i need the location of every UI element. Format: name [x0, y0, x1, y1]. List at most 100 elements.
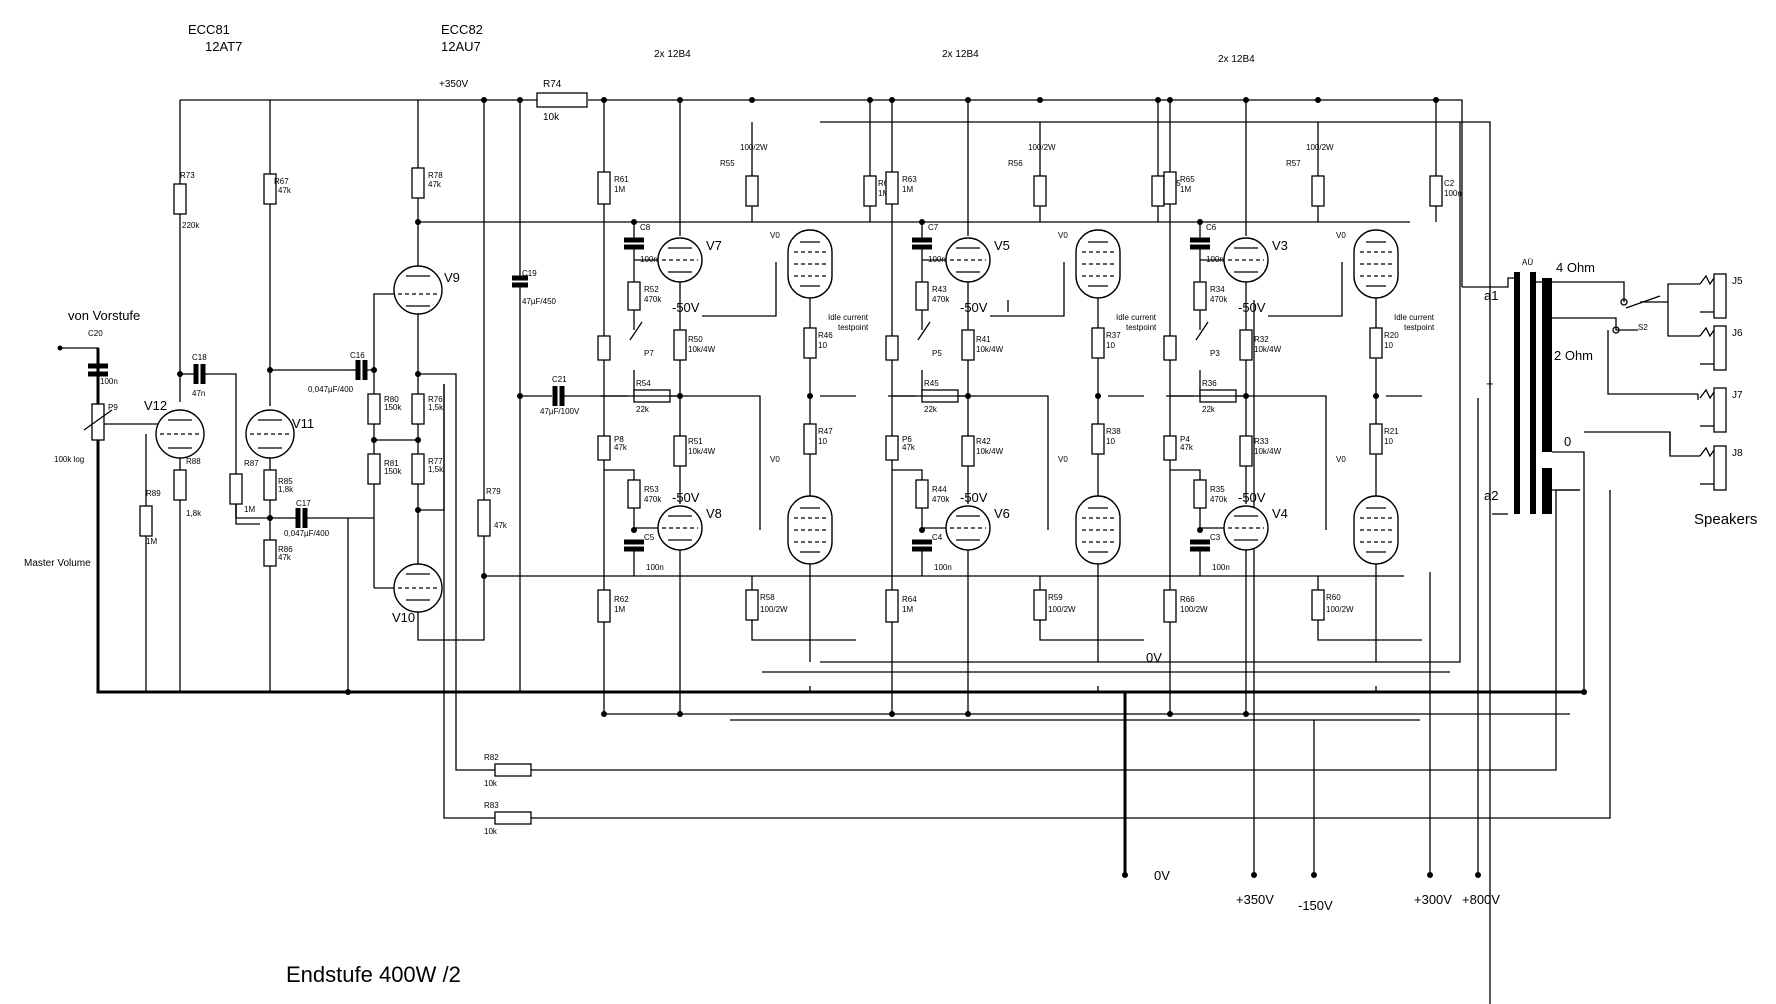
svg-text:R87: R87 — [244, 459, 259, 468]
resistor — [885, 435, 899, 461]
junction-dot — [631, 219, 637, 225]
svg-text:R44: R44 — [932, 485, 947, 494]
svg-text:R76: R76 — [428, 395, 443, 404]
svg-text:C2: C2 — [1444, 179, 1455, 188]
tube-label: V4 — [1272, 506, 1288, 521]
svg-text:R51: R51 — [688, 437, 703, 446]
svg-text:100n: 100n — [934, 563, 952, 572]
tap-2ohm: 2 Ohm — [1554, 348, 1593, 363]
svg-text:47µF/450: 47µF/450 — [522, 297, 557, 306]
svg-text:R52: R52 — [644, 285, 659, 294]
jack-label: J7 — [1732, 390, 1743, 401]
tube-label: V3 — [1272, 238, 1288, 253]
svg-text:1,8k: 1,8k — [186, 509, 202, 518]
wire — [1317, 620, 1422, 641]
transformer-name: AÜ — [1522, 258, 1533, 267]
svg-text:+: + — [1486, 376, 1494, 391]
svg-text:1M: 1M — [1180, 185, 1191, 194]
wire — [892, 469, 923, 480]
jack-contact — [1699, 326, 1715, 338]
svg-text:C16: C16 — [350, 351, 365, 360]
supply-terminals: 0V +350V -150V +300V +800V 0V — [1122, 650, 1500, 913]
svg-text:R38: R38 — [1106, 427, 1121, 436]
svg-text:0,047µF/400: 0,047µF/400 — [284, 529, 330, 538]
wire — [888, 395, 1049, 530]
svg-text:testpoint: testpoint — [1126, 323, 1157, 332]
phase-inverter: C16 0,047µF/400 R80 150k R81 150k R78 47… — [308, 79, 1404, 695]
svg-text:C6: C6 — [1206, 223, 1217, 232]
svg-text:testpoint: testpoint — [1404, 323, 1435, 332]
svg-text:47k: 47k — [278, 186, 292, 195]
wire — [600, 395, 761, 530]
tube-type-ecc82: ECC82 — [441, 22, 483, 37]
svg-text:10: 10 — [1384, 437, 1393, 446]
svg-text:V0: V0 — [1336, 231, 1346, 240]
svg-text:R86: R86 — [278, 545, 293, 554]
wire — [1195, 321, 1209, 341]
svg-text:R78: R78 — [428, 171, 443, 180]
svg-text:a2: a2 — [1484, 488, 1498, 503]
svg-text:1M: 1M — [146, 537, 157, 546]
svg-text:R46: R46 — [818, 331, 833, 340]
resistor — [961, 329, 975, 361]
svg-text:R36: R36 — [1202, 379, 1217, 388]
svg-text:10k/4W: 10k/4W — [688, 345, 716, 354]
junction-dot — [1197, 219, 1203, 225]
svg-text:1M: 1M — [902, 605, 913, 614]
svg-text:P5: P5 — [932, 349, 942, 358]
svg-text:100n: 100n — [1444, 189, 1462, 198]
resistor — [1091, 327, 1105, 359]
jack-body — [1713, 325, 1727, 371]
svg-text:R34: R34 — [1210, 285, 1225, 294]
svg-text:Idle current: Idle current — [1394, 313, 1435, 322]
svg-text:C5: C5 — [644, 533, 655, 542]
svg-text:10k/4W: 10k/4W — [1254, 447, 1282, 456]
svg-text:P6: P6 — [902, 435, 912, 444]
svg-text:R61: R61 — [614, 175, 629, 184]
svg-text:1M: 1M — [878, 189, 889, 198]
speaker-jack-j5: J5 — [1699, 273, 1743, 319]
junction-dot — [965, 711, 971, 717]
svg-text:R50: R50 — [688, 335, 703, 344]
feedback-resistors: R82 10k R83 10k — [484, 753, 532, 836]
svg-text:R62: R62 — [614, 595, 629, 604]
tube-label: V8 — [706, 506, 722, 521]
tube-label: V6 — [994, 506, 1010, 521]
svg-text:1,8k: 1,8k — [278, 485, 294, 494]
svg-text:S2: S2 — [1638, 323, 1648, 332]
resistor — [915, 281, 929, 311]
svg-text:R20: R20 — [1384, 331, 1399, 340]
svg-text:470k: 470k — [644, 295, 662, 304]
svg-text:R66: R66 — [1180, 595, 1195, 604]
resistor — [803, 327, 817, 359]
label-minus50v-upper: -50V — [672, 300, 700, 315]
svg-text:R35: R35 — [1210, 485, 1225, 494]
svg-text:Idle current: Idle current — [1116, 313, 1157, 322]
resistor — [1163, 435, 1177, 461]
label-0v-bus: 0V — [1146, 650, 1162, 665]
svg-text:100/2W: 100/2W — [760, 605, 788, 614]
jack-body — [1713, 387, 1727, 433]
junction-dot — [1373, 393, 1379, 399]
svg-text:R77: R77 — [428, 457, 443, 466]
junction-dot — [1037, 97, 1043, 103]
speaker-jack-j6: J6 — [1699, 325, 1743, 371]
junction-dot — [889, 711, 895, 717]
resistor — [1163, 171, 1177, 205]
svg-text:22k: 22k — [924, 405, 938, 414]
resistor — [1091, 423, 1105, 455]
resistor — [863, 175, 877, 207]
svg-text:470k: 470k — [932, 495, 950, 504]
svg-text:R54: R54 — [636, 379, 651, 388]
svg-text:C18: C18 — [192, 353, 207, 362]
svg-text:10: 10 — [818, 341, 827, 350]
svg-text:10: 10 — [1106, 437, 1115, 446]
svg-text:C19: C19 — [522, 269, 537, 278]
svg-text:Idle current: Idle current — [828, 313, 869, 322]
svg-text:R32: R32 — [1254, 335, 1269, 344]
resistor — [1311, 589, 1325, 621]
svg-text:C3: C3 — [1210, 533, 1221, 542]
svg-text:R33: R33 — [1254, 437, 1269, 446]
svg-text:1M: 1M — [614, 185, 625, 194]
resistor — [1369, 423, 1383, 455]
